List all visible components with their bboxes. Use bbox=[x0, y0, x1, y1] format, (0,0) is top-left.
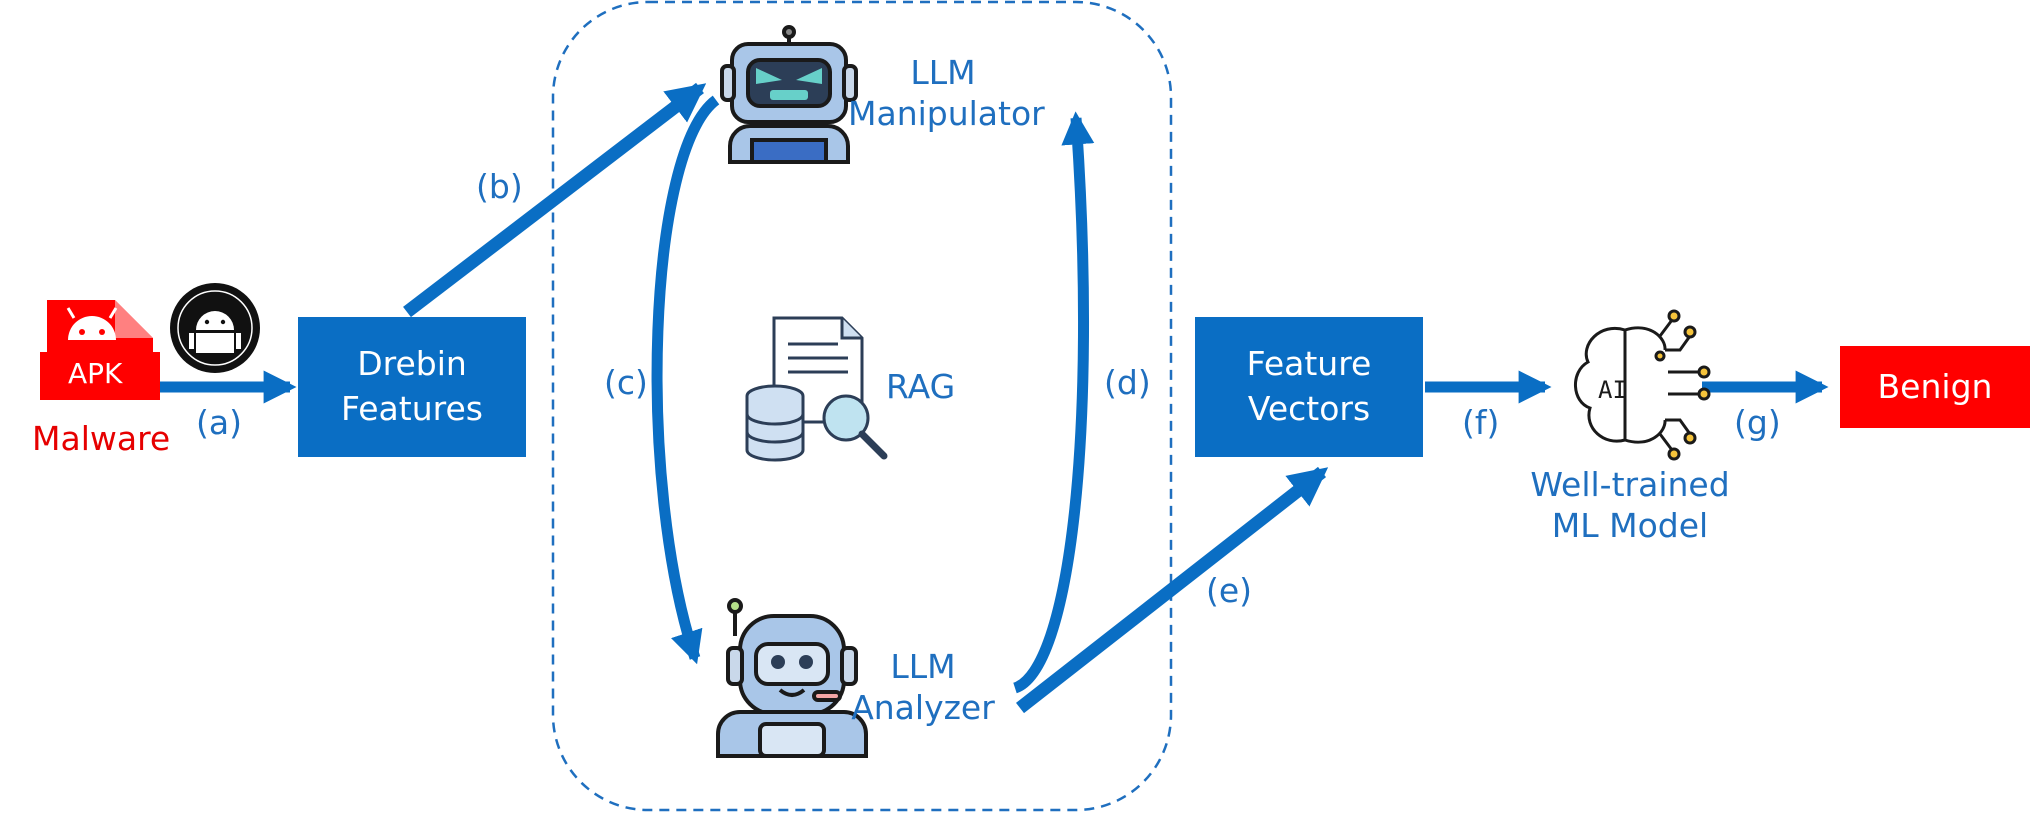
rag-label: RAG bbox=[886, 367, 956, 406]
drebin-features-line1: Drebin bbox=[357, 344, 467, 384]
malware-label: Malware bbox=[32, 419, 171, 458]
edge-e-arrow bbox=[1015, 466, 1329, 714]
feature-vectors-line2: Vectors bbox=[1247, 389, 1371, 428]
benign-box: Benign bbox=[1840, 346, 2030, 428]
llm-manipulator-line1: LLM bbox=[910, 53, 976, 92]
edge-c-label: (c) bbox=[604, 363, 648, 402]
ml-model-line2: ML Model bbox=[1551, 506, 1709, 546]
edge-g-label: (g) bbox=[1734, 403, 1781, 442]
ml-model-line1: Well-trained bbox=[1530, 465, 1730, 504]
feature-vectors-line1: Feature bbox=[1246, 344, 1372, 384]
edge-d-arrow bbox=[1012, 111, 1095, 694]
feature-vectors-box: Feature Vectors bbox=[1195, 317, 1423, 457]
edge-b-arrow bbox=[403, 82, 707, 318]
llm-analyzer-line1: LLM bbox=[890, 647, 956, 686]
ml-model-label: Well-trained ML Model bbox=[1515, 464, 1745, 547]
apk-label: APK bbox=[68, 357, 123, 390]
edge-e-label: (e) bbox=[1206, 571, 1253, 610]
edge-b-label: (b) bbox=[476, 167, 523, 206]
drebin-features-box: Drebin Features bbox=[298, 317, 526, 457]
headset-robot-icon bbox=[716, 598, 868, 758]
ai-brain-circuit-icon: AI bbox=[1574, 309, 1711, 461]
angry-robot-icon bbox=[720, 25, 858, 164]
llm-analyzer-label: LLM Analyzer bbox=[848, 646, 998, 729]
benign-label: Benign bbox=[1877, 366, 1993, 406]
edge-f-label: (f) bbox=[1462, 403, 1500, 442]
androguard-logo bbox=[170, 283, 260, 373]
llm-manipulator-line2: Manipulator bbox=[848, 94, 1045, 134]
edge-a-label: (a) bbox=[196, 403, 242, 442]
llm-analyzer-line2: Analyzer bbox=[851, 688, 995, 728]
svg-text:AI: AI bbox=[1598, 376, 1627, 404]
llm-agent-boundary bbox=[551, 0, 1173, 812]
document-database-search-icon bbox=[745, 316, 888, 462]
apk-file-icon bbox=[40, 300, 160, 400]
drebin-features-line2: Features bbox=[341, 389, 483, 428]
llm-manipulator-label: LLM Manipulator bbox=[848, 52, 1045, 135]
edge-d-label: (d) bbox=[1104, 363, 1151, 402]
edge-c-arrow bbox=[651, 95, 720, 665]
